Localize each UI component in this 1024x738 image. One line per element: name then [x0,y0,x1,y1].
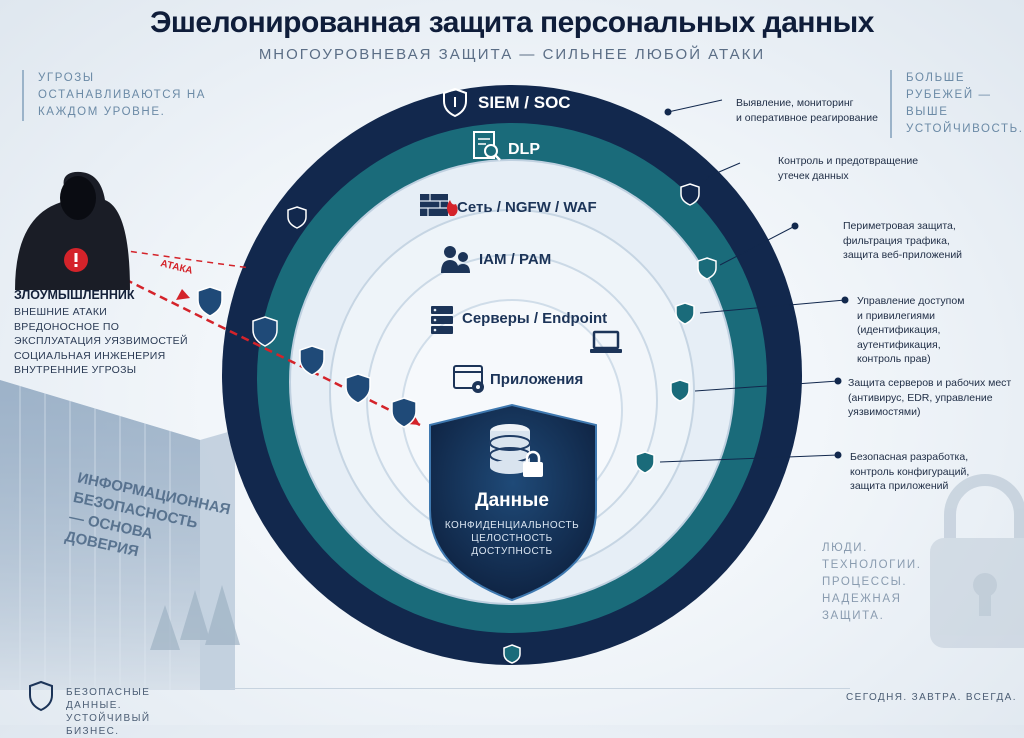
threat-item: СОЦИАЛЬНАЯ ИНЖЕНЕРИЯ [14,349,166,362]
users-icon [441,246,470,273]
layer-label-siem: SIEM / SOC [478,93,571,112]
page-subtitle: МНОГОУРОВНЕВАЯ ЗАЩИТА — СИЛЬНЕЕ ЛЮБОЙ АТ… [258,46,766,63]
core-line-integrity: ЦЕЛОСТНОСТЬ [471,533,552,544]
note-threats-stopped: УГРОЗЫ ОСТАНАВЛИВАЮТСЯ НА КАЖДОМ УРОВНЕ. [22,70,208,121]
attacker-title: ЗЛОУМЫШЛЕННИК [14,288,135,302]
ring-shield-icon [503,644,521,664]
attack-label: АТАКА [159,258,193,277]
callout-apps: Безопасная разработка,контроль конфигура… [850,451,970,492]
threat-item: ЭКСПЛУАТАЦИЯ УЯЗВИМОСТЕЙ [14,335,188,347]
block-shield-icon [197,286,223,317]
callout-servers: Защита серверов и рабочих мест(антивирус… [848,377,1012,418]
warning-icon [64,248,88,272]
page-title: Эшелонированная защита персональных данн… [150,6,874,39]
ring-shield-icon [287,206,307,229]
block-shield-icon [299,345,325,376]
layer-label-apps: Приложения [490,371,583,388]
block-shield-icon [252,316,278,347]
ring-shield-icon [635,451,655,474]
threat-item: ВНЕШНИЕ АТАКИ [14,306,108,318]
ring-shield-icon [675,302,695,325]
core-line-confidentiality: КОНФИДЕНЦИАЛЬНОСТЬ [445,520,579,531]
lock-icon [523,450,543,477]
block-shield-icon [391,397,417,428]
core-shield [429,403,597,602]
layer-label-servers: Серверы / Endpoint [462,310,607,327]
block-shield-icon [345,373,371,404]
building-illustration [0,380,235,690]
app-settings-icon [453,365,484,393]
ring-shield-icon [697,257,717,280]
database-icon [489,424,531,474]
footer-shield-icon [29,680,53,712]
core-line-availability: ДОСТУПНОСТЬ [471,546,552,557]
attacker-figure [15,171,130,290]
laptop-icon [590,330,622,353]
ring-shield-icon [670,379,690,402]
threat-item: ВРЕДОНОСНОЕ ПО [14,320,120,333]
shield-icon [443,87,467,118]
document-search-icon [473,131,501,161]
firewall-icon [420,194,458,216]
core-title: Данные [475,490,549,511]
server-icon [431,306,453,334]
threat-item: ВНУТРЕННИЕ УГРОЗЫ [14,364,137,376]
layer-label-network: Сеть / NGFW / WAF [457,199,597,216]
footer-right-text: СЕГОДНЯ. ЗАВТРА. ВСЕГДА. [846,692,1017,703]
padlock-decor [930,474,1024,648]
attacker-threat-list: ВНЕШНИЕ АТАКИ ВРЕДОНОСНОЕ ПО ЭКСПЛУАТАЦИ… [14,305,188,378]
footer-left-text: БЕЗОПАСНЫЕ ДАННЫЕ. УСТОЙЧИВЫЙ БИЗНЕС. [66,687,151,737]
footer-divider [230,688,850,689]
note-people-tech: ЛЮДИ. ТЕХНОЛОГИИ. ПРОЦЕССЫ. НАДЕЖНАЯ ЗАЩ… [822,542,922,622]
ring-shield-icon [680,183,700,206]
layer-label-dlp: DLP [508,141,540,158]
note-more-barriers: БОЛЬШЕ РУБЕЖЕЙ — ВЫШЕ УСТОЙЧИВОСТЬ. [890,70,1024,138]
callout-network: Периметровая защита,фильтрация трафика,з… [843,220,963,261]
layer-label-iam: IAM / PAM [479,251,551,268]
